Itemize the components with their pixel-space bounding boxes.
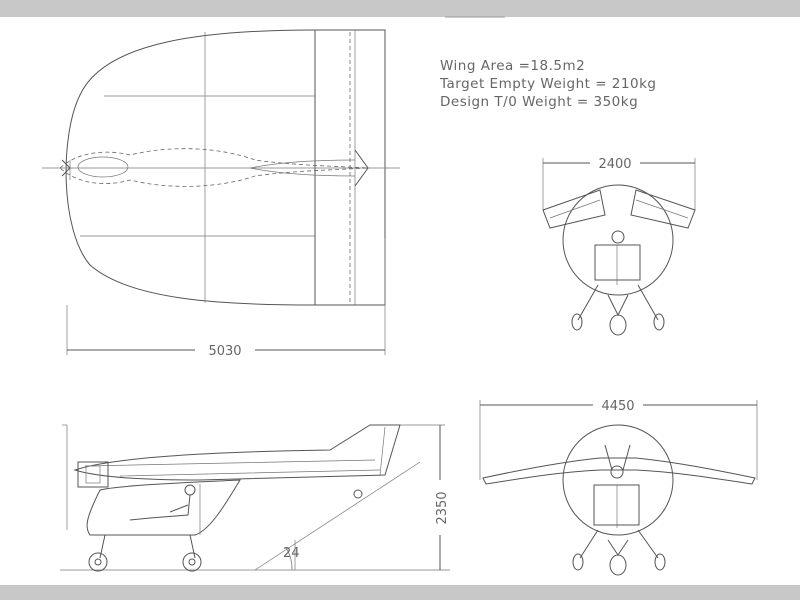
specs-block: Wing Area =18.5m2 Target Empty Weight = …: [439, 58, 656, 110]
dimension-angle: 24: [283, 546, 300, 561]
front-view-lower: 4450: [479, 399, 758, 576]
dimension-height: 2350: [435, 491, 450, 524]
dimension-front-span: 2400: [598, 157, 631, 172]
front-view-upper: 2400: [542, 157, 696, 336]
wing-area-text: Wing Area =18.5m2: [440, 58, 585, 74]
paper: [0, 17, 800, 585]
side-view: 2350 24: [60, 424, 450, 572]
takeoff-weight-text: Design T/0 Weight = 350kg: [440, 94, 638, 110]
dimension-rear-span: 4450: [601, 399, 634, 414]
top-view: 5030: [42, 29, 400, 359]
empty-weight-text: Target Empty Weight = 210kg: [439, 76, 656, 92]
dimension-length: 5030: [208, 344, 241, 359]
